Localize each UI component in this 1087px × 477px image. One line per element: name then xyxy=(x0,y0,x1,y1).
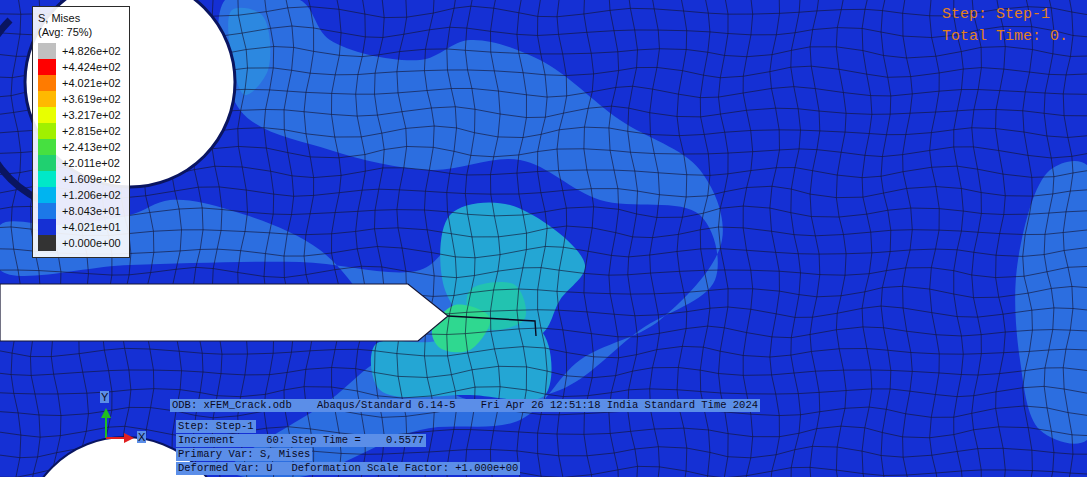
increment-info: Increment 60: Step Time = 0.5577 xyxy=(176,434,426,447)
legend-entry: +4.021e+01 xyxy=(38,219,121,235)
legend-entry: +0.000e+00 xyxy=(38,235,121,251)
step-name: Step: Step-1 xyxy=(942,6,1050,24)
legend-value: +4.021e+01 xyxy=(62,220,121,234)
color-swatch xyxy=(38,235,56,251)
legend-value: +1.609e+02 xyxy=(62,172,121,186)
step-info: Step: Step-1 xyxy=(176,420,256,433)
primary-var: Primary Var: S, Mises xyxy=(176,448,312,461)
legend-entry: +2.413e+02 xyxy=(38,139,121,155)
color-swatch xyxy=(38,203,56,219)
legend-value: +2.413e+02 xyxy=(62,140,121,154)
odb-info: ODB: xFEM_Crack.odb Abaqus/Standard 6.14… xyxy=(170,399,760,412)
color-swatch xyxy=(38,59,56,75)
color-swatch xyxy=(38,91,56,107)
legend-title: S, Mises xyxy=(38,11,121,25)
color-swatch xyxy=(38,155,56,171)
legend-value: +4.021e+02 xyxy=(62,76,121,90)
legend-entry: +4.021e+02 xyxy=(38,75,121,91)
legend-value: +0.000e+00 xyxy=(62,236,121,250)
color-swatch xyxy=(38,171,56,187)
legend-value: +8.043e+01 xyxy=(62,204,121,218)
legend-entry: +3.619e+02 xyxy=(38,91,121,107)
legend-entry: +4.424e+02 xyxy=(38,59,121,75)
legend-value: +3.619e+02 xyxy=(62,92,121,106)
color-swatch xyxy=(38,219,56,235)
color-swatch xyxy=(38,187,56,203)
axis-label: Y xyxy=(100,391,109,403)
color-swatch xyxy=(38,139,56,155)
legend-entry: +2.815e+02 xyxy=(38,123,121,139)
axis-triad xyxy=(101,408,134,443)
color-swatch xyxy=(38,75,56,91)
color-swatch xyxy=(38,43,56,59)
legend-value: +1.206e+02 xyxy=(62,188,121,202)
legend-value: +3.217e+02 xyxy=(62,108,121,122)
legend-title: (Avg: 75%) xyxy=(38,25,121,39)
legend-entry: +2.011e+02 xyxy=(38,155,121,171)
legend-entry: +1.609e+02 xyxy=(38,171,121,187)
color-swatch xyxy=(38,107,56,123)
legend-value: +4.826e+02 xyxy=(62,44,121,58)
total-time: Total Time: 0. xyxy=(942,28,1068,46)
legend-value: +4.424e+02 xyxy=(62,60,121,74)
axis-label: X xyxy=(137,431,146,443)
legend-entry: +3.217e+02 xyxy=(38,107,121,123)
legend-entry: +4.826e+02 xyxy=(38,43,121,59)
crack-line xyxy=(448,316,536,336)
color-swatch xyxy=(38,123,56,139)
deformed-var: Deformed Var: U Deformation Scale Factor… xyxy=(176,462,520,475)
legend-box: S, Mises(Avg: 75%) +4.826e+02 +4.424e+02 +4… xyxy=(32,6,130,258)
legend-value: +2.815e+02 xyxy=(62,124,121,138)
legend-entry: +8.043e+01 xyxy=(38,203,121,219)
legend-entry: +1.206e+02 xyxy=(38,187,121,203)
legend-value: +2.011e+02 xyxy=(62,156,120,170)
notch-slot xyxy=(0,284,448,341)
